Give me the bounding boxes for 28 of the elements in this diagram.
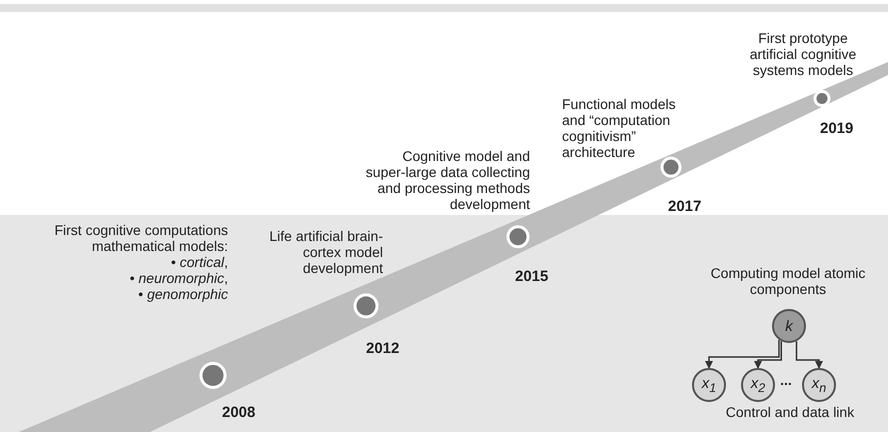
milestone-circle <box>354 293 378 318</box>
milestone-description: Cognitive model and super-large data collecting and processing methods development <box>366 148 530 212</box>
milestone-circle <box>200 362 226 389</box>
heading: Computing model atomic components <box>710 265 866 297</box>
year-label: 2012 <box>366 340 400 357</box>
list-item: • neuromorphic, <box>130 270 228 286</box>
arrow <box>705 340 780 369</box>
node-label: x$_{n}$ <box>812 375 826 395</box>
arrow <box>754 341 782 369</box>
list-item: • cortical, <box>170 254 228 270</box>
year-label: 2019 <box>820 120 854 137</box>
year-label: 2017 <box>668 198 702 215</box>
ellipsis: ... <box>779 372 793 388</box>
arrow <box>796 341 823 369</box>
caption: Control and data link <box>724 404 856 420</box>
list-item: • genomorphic <box>138 286 228 302</box>
milestone-circle <box>660 156 682 178</box>
milestone-description: First prototype artificial cognitive systems models <box>750 30 856 78</box>
year-label: 2008 <box>222 404 256 421</box>
year-label: 2015 <box>515 268 548 285</box>
milestone-description: First cognitive computations mathematical models: <box>54 222 228 254</box>
milestone-description: Functional models and “computation cognitivism” architecture <box>562 96 676 160</box>
milestone-circle <box>814 90 830 107</box>
node-label: x$_{1}$ <box>702 375 716 395</box>
node-label: x$_{2}$ <box>750 375 766 395</box>
milestone-circle <box>506 225 530 248</box>
milestone-description: Life artificial brain-cortex model development <box>269 228 383 276</box>
node-label: k <box>785 318 793 334</box>
